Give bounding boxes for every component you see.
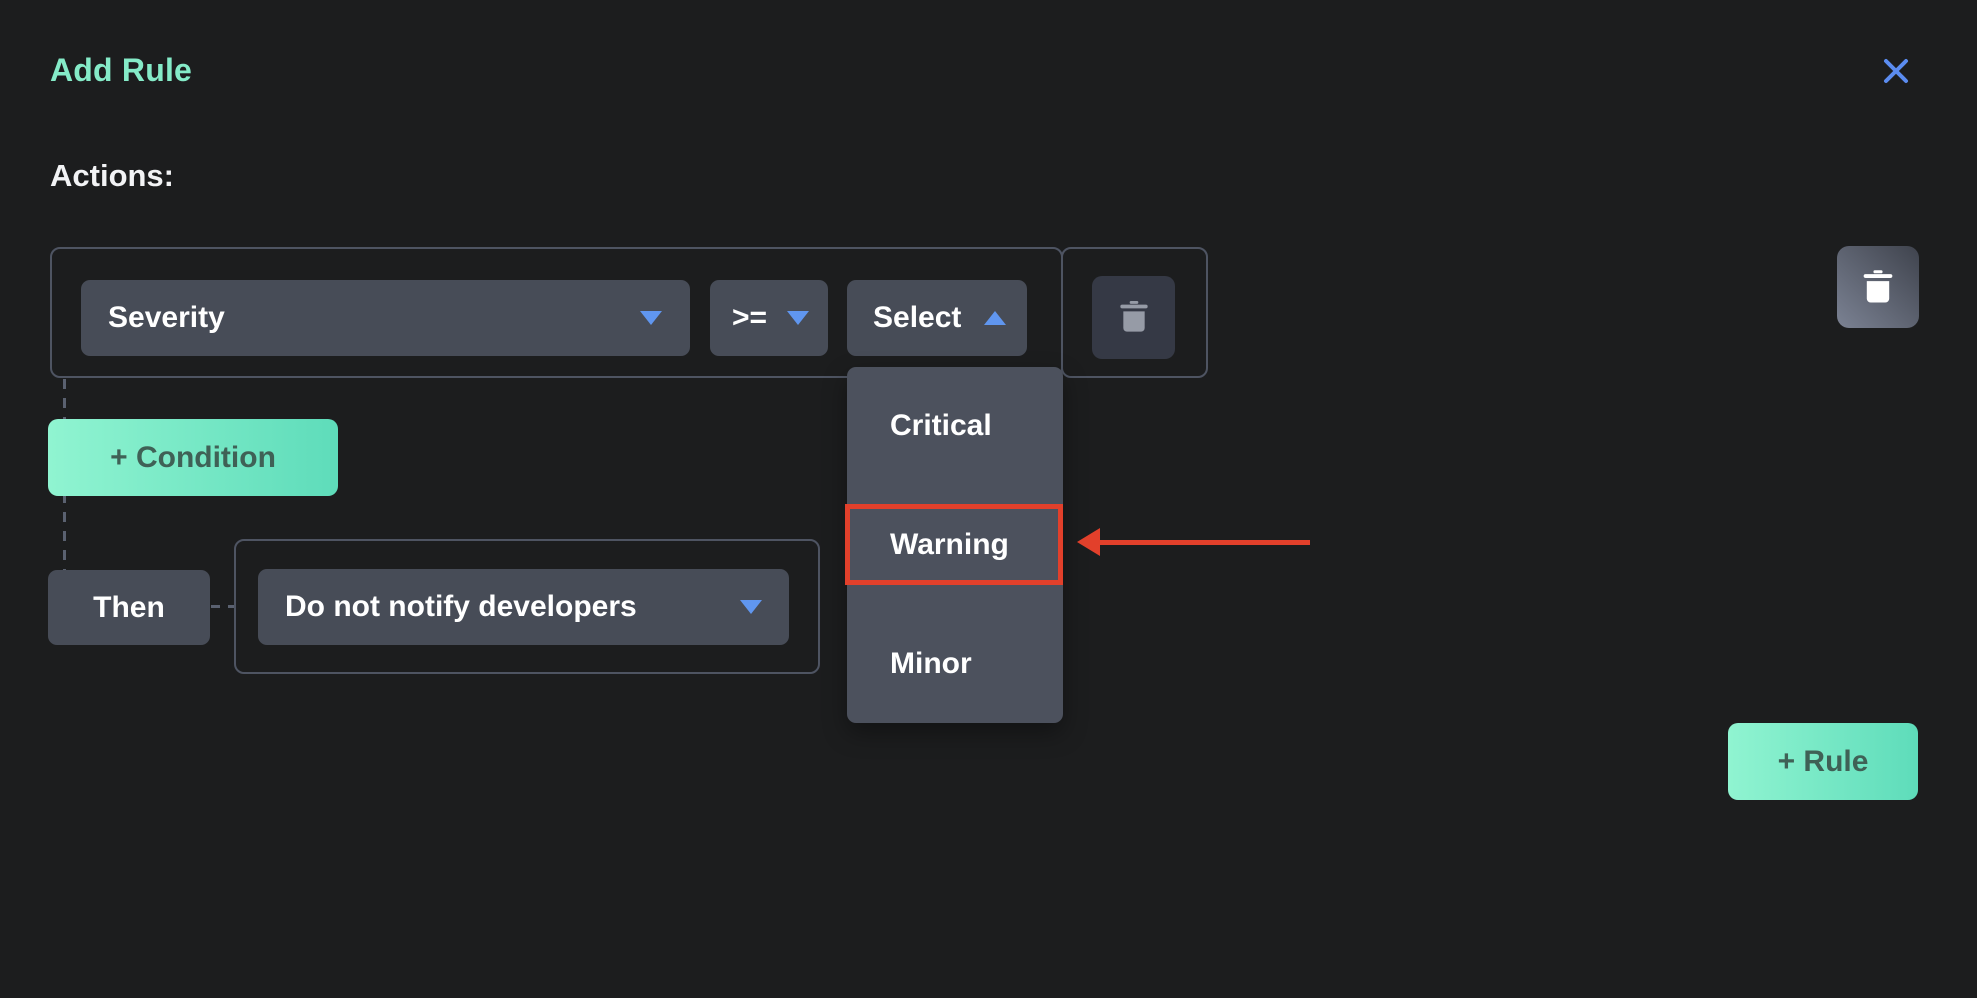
menu-item-minor[interactable]: Minor	[847, 604, 1063, 723]
menu-item-critical[interactable]: Critical	[847, 367, 1063, 486]
delete-rule-button[interactable]	[1837, 246, 1919, 328]
then-group-box	[234, 539, 820, 674]
condition-delete-box	[1061, 247, 1208, 378]
then-chip: Then	[48, 570, 210, 645]
operator-dropdown-value: >=	[732, 301, 768, 334]
menu-item-label: Critical	[890, 409, 992, 443]
add-condition-button[interactable]: + Condition	[48, 419, 338, 496]
chevron-down-icon	[787, 311, 809, 325]
chevron-up-icon	[984, 311, 1006, 325]
dashed-connector-horizontal	[211, 605, 236, 608]
value-dropdown[interactable]: Select	[847, 280, 1027, 356]
trash-icon	[1114, 296, 1154, 339]
trash-icon	[1857, 265, 1899, 310]
add-rule-label: + Rule	[1777, 744, 1869, 778]
severity-value-menu: Critical Warning Minor	[847, 367, 1063, 723]
close-button[interactable]	[1874, 50, 1918, 94]
then-label: Then	[93, 590, 165, 624]
action-dropdown[interactable]: Do not notify developers	[258, 569, 789, 645]
value-dropdown-value: Select	[873, 301, 962, 334]
delete-condition-button[interactable]	[1092, 276, 1175, 359]
annotation-arrow-head-icon	[1077, 528, 1100, 556]
menu-item-label: Warning	[890, 528, 1009, 561]
add-condition-label: + Condition	[110, 440, 276, 474]
menu-item-label: Minor	[890, 646, 972, 680]
page-title: Add Rule	[50, 52, 193, 88]
action-dropdown-value: Do not notify developers	[285, 590, 637, 623]
operator-dropdown[interactable]: >=	[710, 280, 828, 356]
chevron-down-icon	[640, 311, 662, 325]
field-dropdown-value: Severity	[108, 301, 225, 334]
add-rule-button[interactable]: + Rule	[1728, 723, 1918, 800]
field-dropdown[interactable]: Severity	[81, 280, 690, 356]
actions-section-label: Actions:	[50, 158, 174, 193]
close-icon	[1876, 51, 1916, 94]
annotation-arrow-line	[1094, 540, 1310, 545]
chevron-down-icon	[740, 600, 762, 614]
menu-item-warning[interactable]: Warning	[847, 486, 1063, 605]
